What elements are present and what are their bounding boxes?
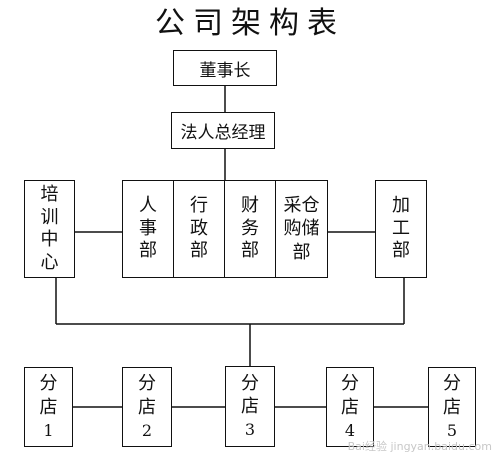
- node-chairman: 董事长: [173, 50, 277, 86]
- store-2-number: 2: [141, 420, 153, 440]
- node-general-manager: 法人总经理: [171, 112, 275, 149]
- node-finance-label: 财务部: [241, 195, 259, 262]
- store-5-name: 分店: [443, 373, 461, 418]
- store-1-name: 分店: [39, 373, 58, 418]
- store-2-name: 分店: [138, 373, 156, 418]
- node-purchase-storage: 采仓购储部: [275, 180, 328, 278]
- node-admin: 行政部: [173, 180, 225, 278]
- node-store-5: 分店 5: [428, 367, 476, 447]
- node-store-2: 分店 2: [122, 367, 172, 447]
- store-3-name: 分店: [241, 372, 259, 418]
- node-store-1: 分店 1: [24, 367, 73, 447]
- watermark: Bai经验 jingyan.baidu.com: [347, 440, 492, 453]
- node-purchase-storage-label: 采仓购储部: [283, 194, 320, 263]
- node-training-center: 培训中心: [24, 180, 75, 278]
- node-training-center-label: 培训中心: [40, 184, 59, 273]
- chart-title: 公司架构表: [155, 6, 345, 41]
- node-admin-label: 行政部: [190, 195, 208, 262]
- store-1-number: 1: [43, 420, 54, 440]
- node-chairman-label: 董事长: [199, 60, 251, 81]
- node-finance: 财务部: [224, 180, 276, 278]
- store-4-number: 4: [344, 420, 356, 440]
- node-processing: 加工部: [375, 180, 427, 278]
- node-store-3: 分店 3: [225, 366, 275, 447]
- node-hr-label: 人事部: [139, 195, 157, 262]
- node-hr: 人事部: [122, 180, 174, 278]
- store-3-number: 3: [244, 420, 256, 440]
- store-4-name: 分店: [341, 373, 359, 418]
- node-processing-label: 加工部: [392, 195, 410, 262]
- node-general-manager-label: 法人总经理: [180, 123, 266, 143]
- store-5-number: 5: [446, 420, 458, 440]
- node-store-4: 分店 4: [326, 367, 374, 447]
